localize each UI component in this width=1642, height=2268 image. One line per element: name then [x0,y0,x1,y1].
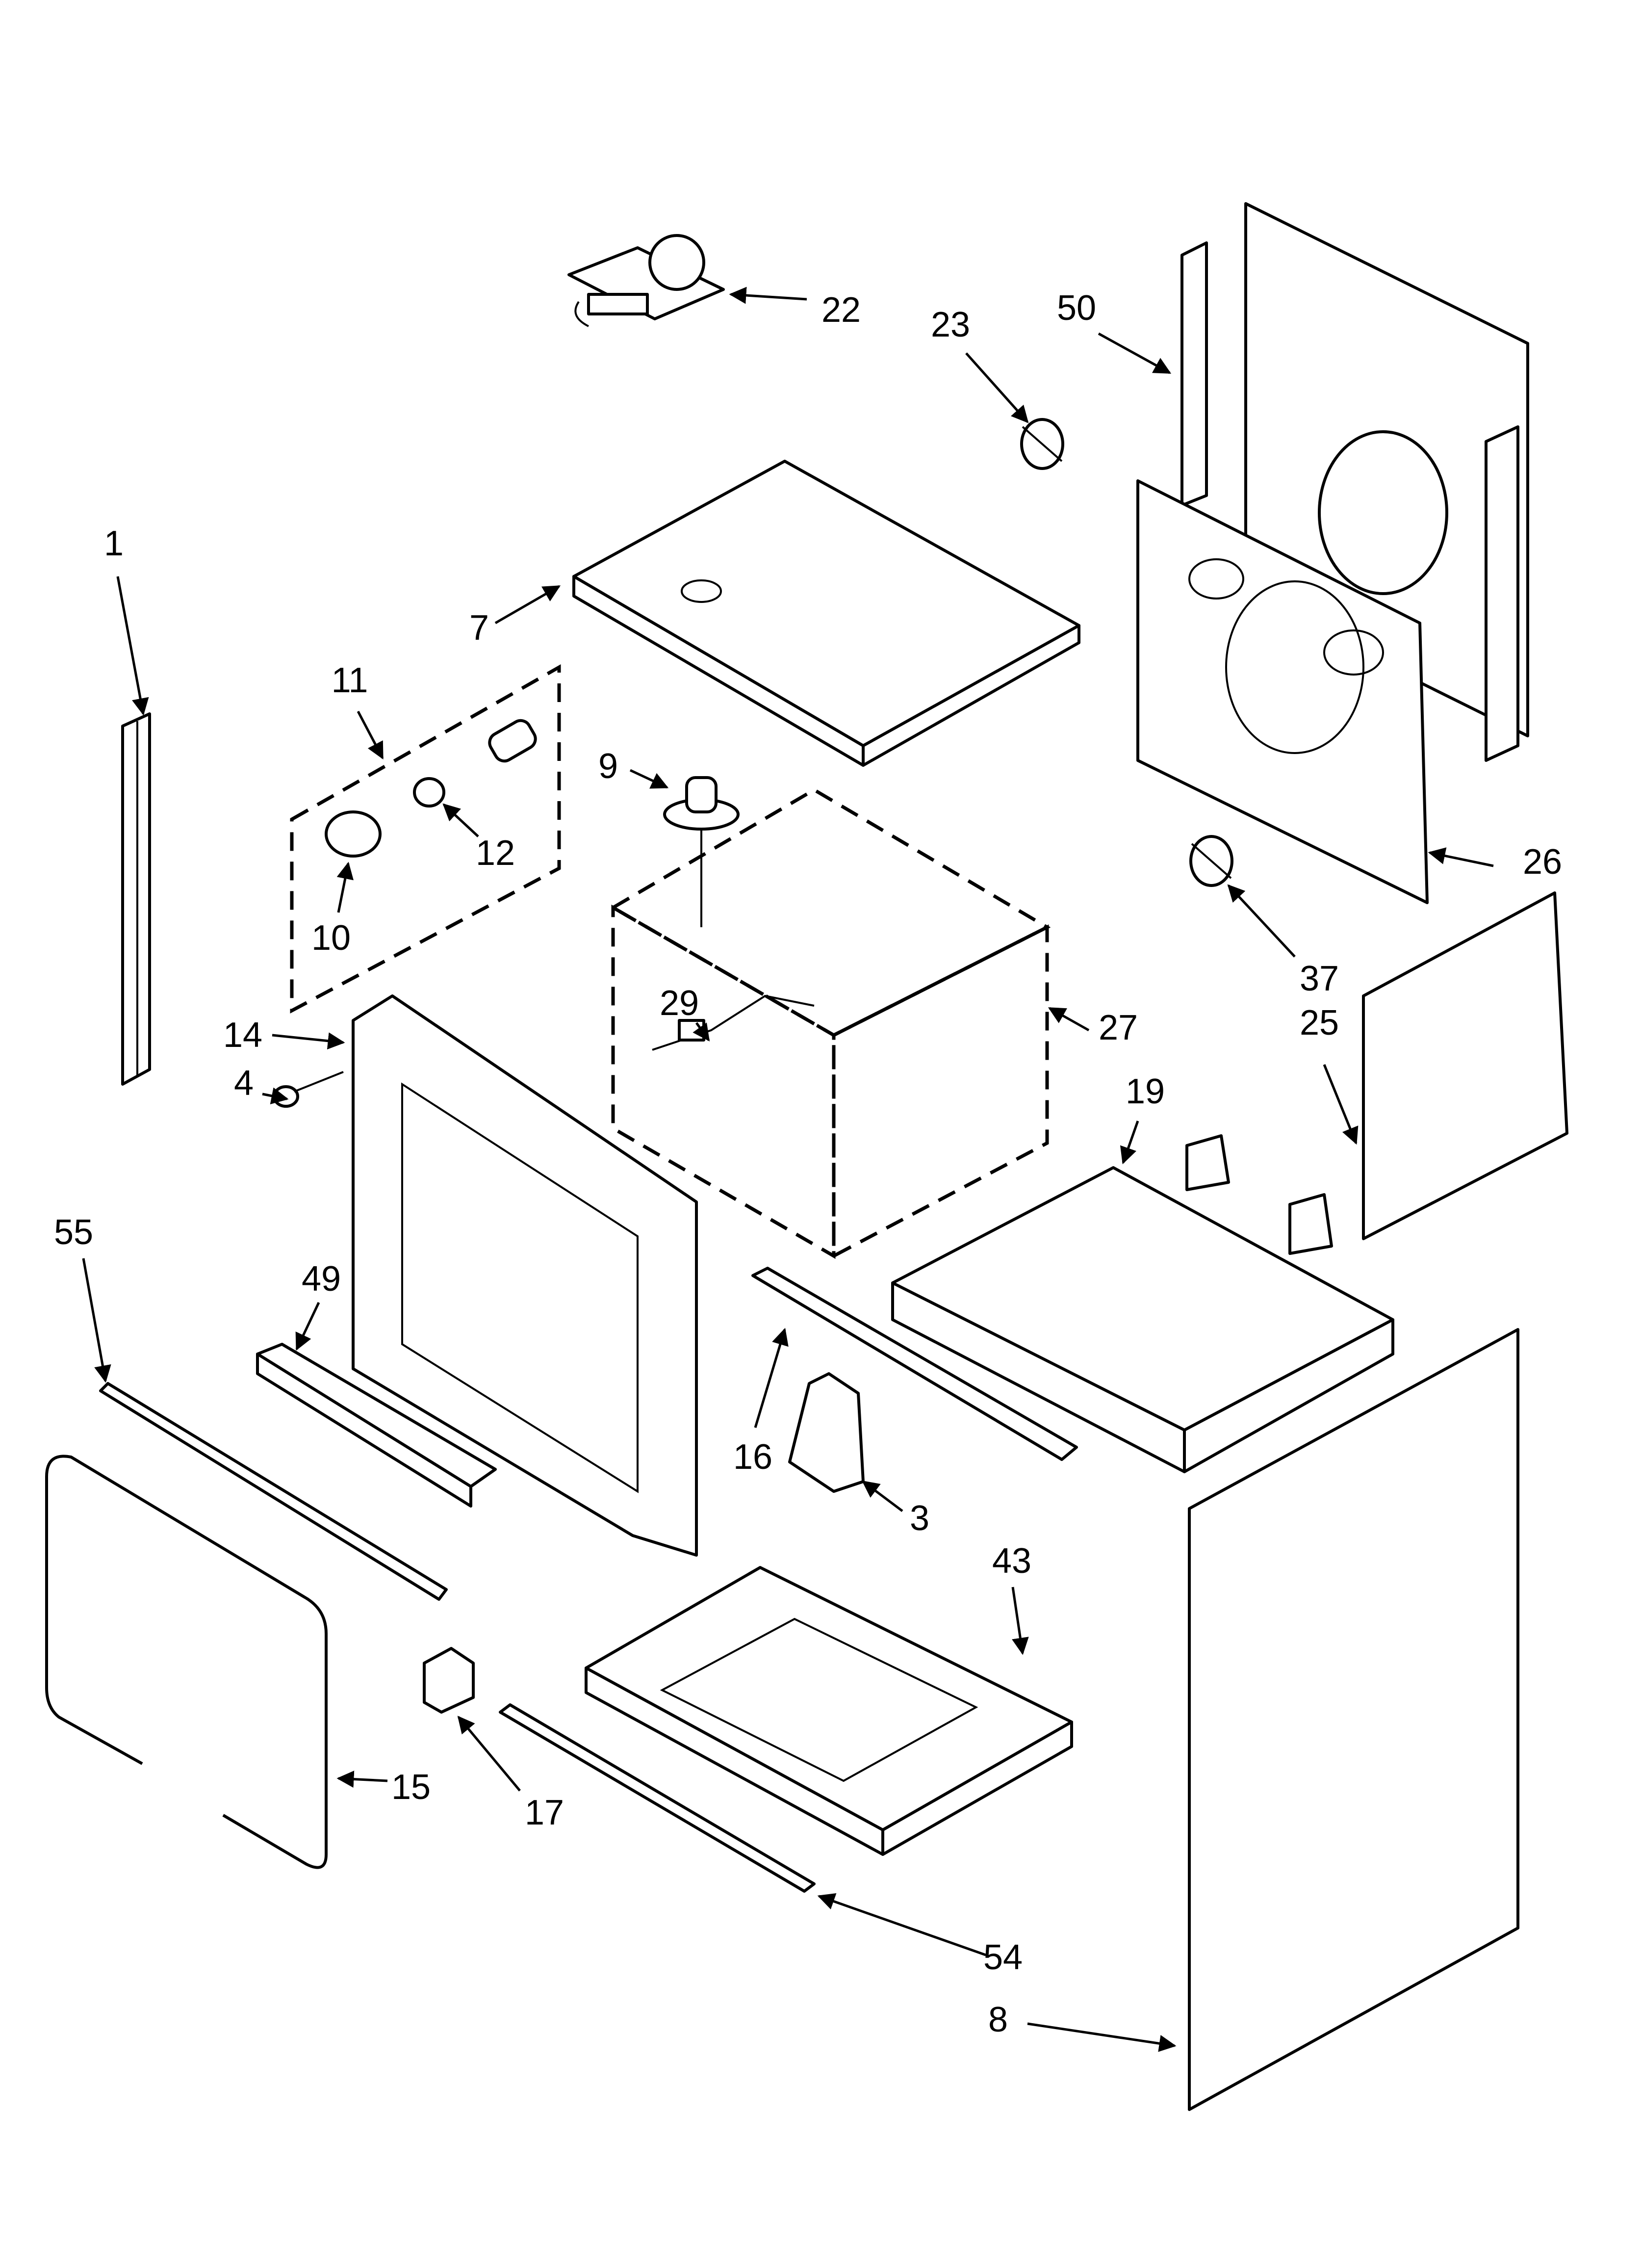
part-37-thermal-disc [1189,835,1233,887]
callout-15: 15 [391,1768,431,1807]
callout-12: 12 [476,834,515,873]
callout-16: 16 [733,1437,772,1477]
callout-17: 17 [525,1793,564,1832]
part-9-sensor [663,776,740,927]
callout-54: 54 [983,1938,1023,1977]
callout-7: 7 [469,608,489,648]
part-1-trim-strip [121,712,151,1086]
part-16-angle-strip [751,1267,1078,1461]
part-43-bottom-pan [585,1566,1073,1856]
leader-lines [82,287,1494,2052]
part-22-latch-assembly [567,234,725,327]
part-27-oven-cavity [610,787,1051,1259]
part-49-bracket [256,1343,497,1508]
part-25-side-panel [1362,891,1568,1240]
callout-25: 25 [1300,1003,1339,1043]
part-8-side-panel [1188,1328,1519,2111]
callout-9: 9 [598,747,618,786]
callout-10: 10 [311,918,351,958]
callout-43: 43 [992,1541,1031,1581]
part-7-top-cover [572,460,1080,767]
part-14-front-frame [352,994,698,1557]
callout-50: 50 [1057,288,1096,328]
callout-1: 1 [104,524,124,563]
callout-11: 11 [332,661,368,700]
part-50-rear-panel [1180,202,1529,762]
part-4-screw [273,1071,344,1108]
part-26-rear-inner-panel [1136,479,1429,904]
callout-27: 27 [1099,1008,1138,1047]
callout-26: 26 [1523,842,1562,882]
part-15-gasket [45,1455,328,1869]
callout-8: 8 [988,2000,1008,2039]
part-17-clip [423,1647,475,1714]
part-11-lamp-socket [488,719,537,763]
part-23-thermal-disc [1020,418,1064,470]
callout-labels: 1 3 4 7 8 9 10 11 12 14 15 16 17 19 22 2… [54,288,1562,2039]
callout-22: 22 [821,290,861,330]
part-10-lamp-lens [325,810,382,858]
part-3-bracket [788,1372,865,1493]
part-11-lamp-group [290,664,561,1014]
callout-14: 14 [223,1016,262,1055]
callout-3: 3 [910,1499,929,1538]
callout-49: 49 [302,1259,341,1299]
part-12-lamp-bulb [413,777,445,808]
callout-55: 55 [54,1213,93,1252]
callout-4: 4 [234,1064,254,1103]
callout-19: 19 [1126,1072,1165,1111]
part-19-top-panel [891,1134,1394,1473]
callout-29: 29 [660,984,699,1023]
part-55-trim-strip [99,1382,448,1601]
part-54-angle-strip [499,1703,816,1893]
callout-23: 23 [931,305,970,344]
callout-37: 37 [1300,959,1339,998]
